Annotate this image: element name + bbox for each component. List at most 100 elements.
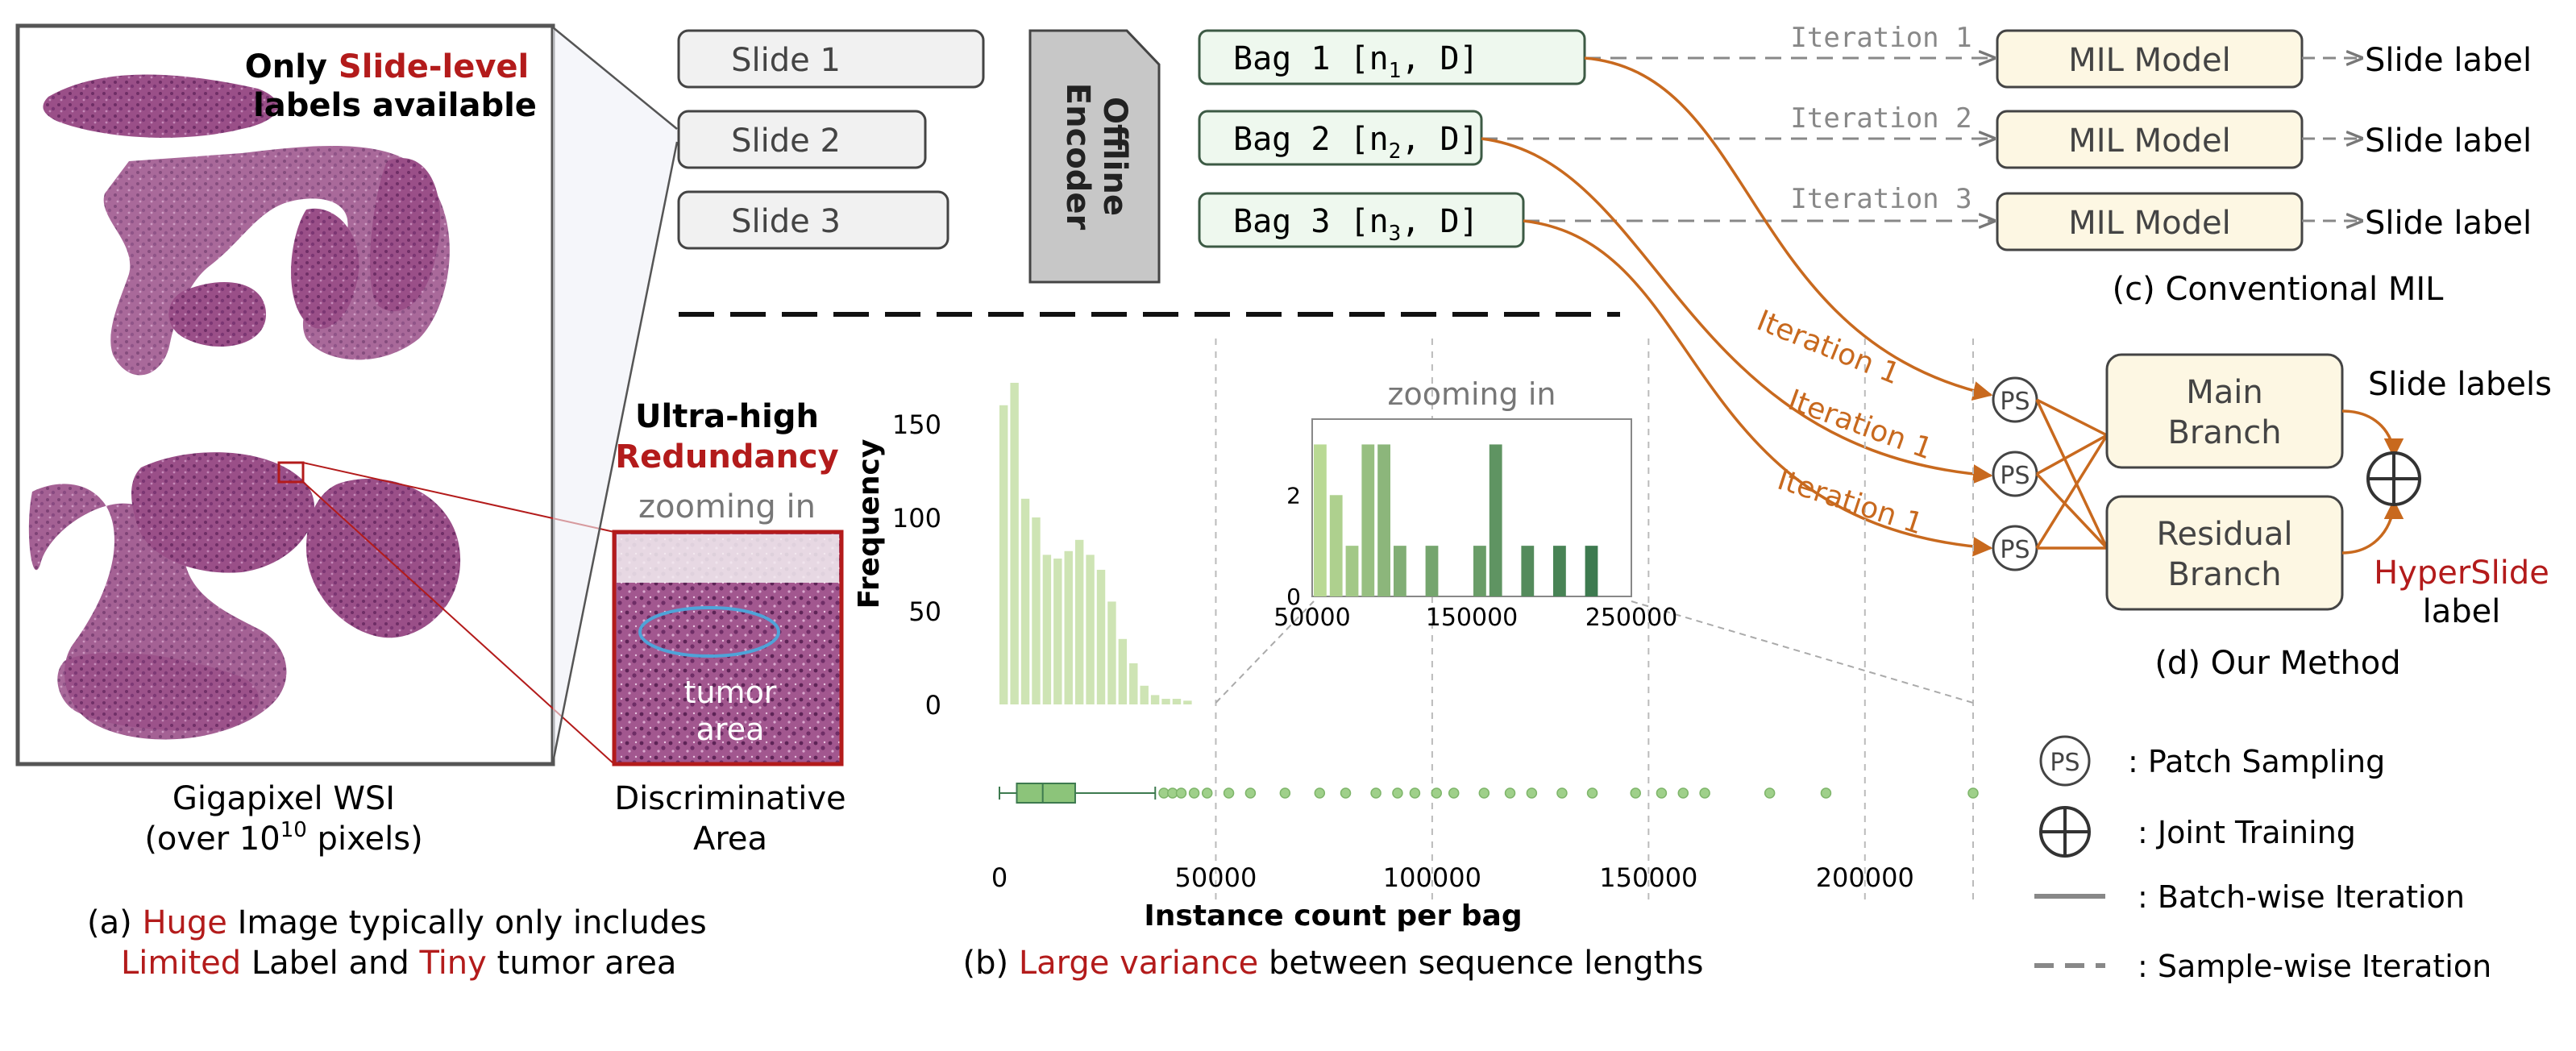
histogram-bar	[1086, 555, 1095, 704]
box-outlier	[1392, 787, 1403, 799]
box-outlier	[1431, 787, 1443, 799]
bag-3-label: Bag 3 [n3, D]	[1233, 203, 1479, 246]
hyperslide-text: HyperSlide	[2374, 555, 2549, 592]
mil-model-2-label: MIL Model	[2068, 123, 2230, 160]
slide-label-2: Slide label	[2365, 123, 2532, 160]
histogram-bar	[1118, 638, 1128, 704]
inset-bar	[1521, 546, 1535, 596]
box-outlier	[1314, 787, 1326, 799]
histogram-bar	[1161, 699, 1170, 704]
inset-bar	[1314, 444, 1327, 596]
box-outlier	[1586, 787, 1598, 799]
histogram-bar	[1107, 601, 1116, 704]
legend-ps-symbol: PS	[2050, 749, 2079, 777]
box-outlier	[1556, 787, 1568, 799]
residual-branch-label-1: Residual	[2157, 516, 2293, 553]
inset-x-tick: 150000	[1426, 604, 1519, 632]
legend-ps-icon	[2039, 735, 2091, 787]
y-tick-label: 150	[892, 409, 941, 440]
box-outlier	[1630, 787, 1641, 799]
residual-branch-label-2: Branch	[2167, 556, 2281, 593]
disc-caption-2: Area	[693, 820, 767, 858]
orange-curve-3	[1523, 219, 1993, 557]
ps-to-branch-lines	[2035, 398, 2109, 550]
inset-bar	[1329, 495, 1343, 596]
ps-label-3: PS	[2000, 536, 2030, 564]
area-label: area	[696, 712, 765, 747]
offline-encoder-shape	[1028, 29, 1161, 284]
box-outlier	[1175, 787, 1187, 799]
bag-boxes	[1198, 29, 1586, 248]
slide-2-label: Slide 2	[731, 123, 841, 160]
our-iter-label-2: Iteration 1	[1784, 384, 1937, 467]
redundancy-label: Redundancy	[615, 438, 838, 476]
y-tick-label: 100	[892, 503, 941, 534]
legend-plus-text: : Joint Training	[2138, 815, 2356, 850]
ultra-high-label: Ultra-high	[635, 398, 819, 435]
inset-bar	[1345, 546, 1359, 596]
inset-bar	[1394, 546, 1406, 596]
our-method	[1481, 56, 2421, 611]
inset-bar	[1489, 444, 1502, 596]
zoom-connector-line	[1631, 600, 1974, 704]
box-outlier	[1188, 787, 1200, 799]
box-outlier	[1279, 787, 1291, 799]
inset-bar	[1585, 546, 1598, 596]
iteration-2-label: Iteration 2	[1790, 102, 1971, 135]
disc-caption-1: Discriminative	[614, 780, 846, 817]
link-line-bottom	[551, 141, 679, 763]
histogram-bar	[1140, 685, 1149, 704]
legend-plus-icon	[2039, 806, 2091, 858]
main-branch-label-2: Branch	[2167, 414, 2281, 451]
histogram-bar	[1010, 382, 1019, 704]
box-outlier	[1201, 787, 1213, 799]
inset-bar	[1377, 444, 1390, 596]
ps-label-1: PS	[2000, 388, 2030, 416]
slide-label-1: Slide label	[2365, 42, 2532, 79]
box-outlier	[1764, 787, 1776, 799]
caption-d: (d) Our Method	[2154, 645, 2400, 682]
box-outlier	[1677, 787, 1689, 799]
caption-c: (c) Conventional MIL	[2113, 271, 2445, 308]
histogram-bar	[1172, 699, 1182, 704]
hyperslide-label-text: label	[2423, 593, 2501, 630]
box-outlier	[1699, 787, 1710, 799]
encoder-label-2: Encoder	[1059, 83, 1096, 231]
slide-label-3: Slide label	[2365, 205, 2532, 242]
histogram-bar	[1053, 559, 1062, 704]
x-tick-label: 200000	[1816, 862, 1914, 893]
inset-title: zooming in	[1388, 376, 1556, 412]
x-tick-label: 0	[991, 862, 1008, 893]
legend-dashed-text: : Sample-wise Iteration	[2138, 949, 2491, 984]
slide-1-label: Slide 1	[731, 42, 841, 79]
link-line-top	[552, 27, 678, 130]
x-tick-label: 150000	[1599, 862, 1697, 893]
inset-bar	[1425, 546, 1439, 596]
zoom-connector-line	[1215, 600, 1315, 704]
x-tick-label: 50000	[1175, 862, 1257, 893]
caption-b: (b) Large variance between sequence leng…	[962, 945, 1703, 982]
wsi-caption-1: Gigapixel WSI	[172, 780, 395, 817]
histogram-bar	[1183, 700, 1192, 704]
box-outlier	[1656, 787, 1668, 799]
caption-a-line2: Limited Label and Tiny tumor area	[121, 945, 676, 982]
bag-1-label: Bag 1 [n1, D]	[1233, 40, 1479, 83]
encoder-label-1: Offline	[1096, 97, 1133, 216]
box-outlier	[1526, 787, 1538, 799]
zoom-image-topwhite	[617, 534, 839, 583]
slide-2-box	[677, 110, 927, 169]
orange-curve-1	[1584, 56, 1993, 401]
wsi-tissue	[28, 74, 461, 740]
box-outlier	[1223, 787, 1235, 799]
iteration-3-label: Iteration 3	[1790, 183, 1971, 215]
histogram-bar	[1129, 663, 1138, 704]
slide-1-box	[677, 29, 985, 89]
histogram-bar	[999, 405, 1008, 704]
histogram-bar	[1150, 695, 1160, 704]
histogram-bar	[1096, 569, 1106, 704]
inset-x-tick: 250000	[1585, 604, 1678, 632]
box-outlier	[1370, 787, 1381, 799]
slide-3-label: Slide 3	[731, 203, 841, 240]
